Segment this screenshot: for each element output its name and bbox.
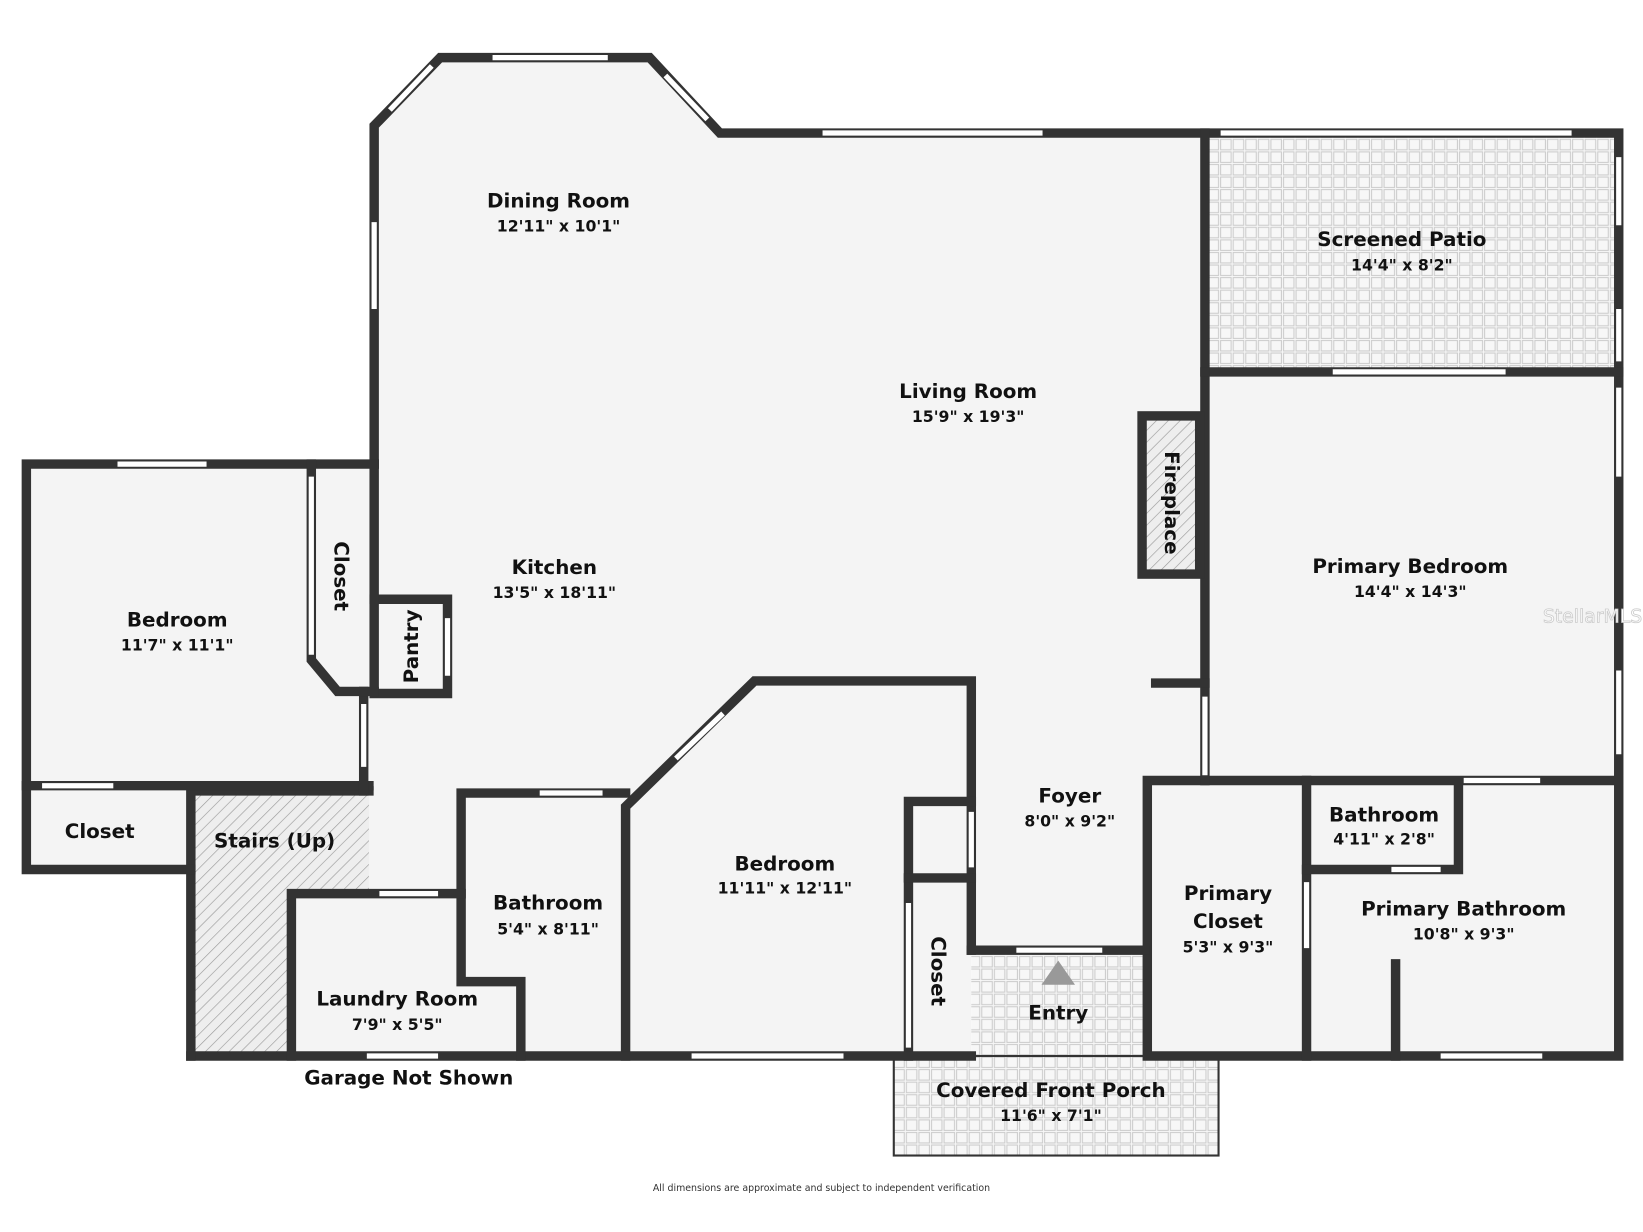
openings: [42, 55, 1622, 1059]
room-name: Bedroom: [734, 853, 835, 876]
room-name: Kitchen: [512, 556, 597, 579]
watermark: StellarMLS: [1543, 606, 1642, 627]
porch-floor: [892, 1054, 1220, 1157]
room-name: Closet: [1193, 910, 1263, 933]
fireplace-label: Fireplace: [1160, 451, 1183, 554]
floor-fill: [26, 57, 1619, 1157]
room-name: Foyer: [1038, 784, 1101, 807]
room-dims: 12'11" x 10'1": [497, 217, 621, 236]
room-name: Primary: [1184, 882, 1272, 905]
room-dims: 14'4" x 8'2": [1351, 255, 1453, 274]
room-labels: Dining Room 12'11" x 10'1" Living Room 1…: [65, 189, 1643, 1194]
entry-label: Entry: [1028, 1001, 1088, 1024]
disclaimer: All dimensions are approximate and subje…: [653, 1183, 990, 1194]
room-dims: 11'11" x 12'11": [718, 879, 852, 898]
stairs-label: Stairs (Up): [214, 830, 335, 853]
room-dims: 13'5" x 18'11": [493, 583, 617, 602]
room-name: Bathroom: [493, 891, 603, 914]
room-name: Primary Bedroom: [1312, 555, 1508, 578]
room-name: Covered Front Porch: [936, 1079, 1166, 1102]
room-name: Laundry Room: [316, 988, 478, 1011]
screened-patio-floor: [1204, 133, 1619, 372]
walls: [21, 52, 1624, 1061]
room-dims: 14'4" x 14'3": [1354, 582, 1467, 601]
room-dims: 10'8" x 9'3": [1413, 925, 1515, 944]
room-dims: 5'4" x 8'11": [497, 919, 599, 938]
closet-label: Closet: [927, 936, 950, 1006]
room-name: Living Room: [899, 380, 1037, 403]
closet-label: Closet: [329, 541, 352, 611]
room-dims: 5'3" x 9'3": [1183, 937, 1274, 956]
room-name: Screened Patio: [1317, 228, 1486, 251]
room-name: Dining Room: [487, 189, 630, 212]
room-name: Bedroom: [127, 608, 228, 631]
fireplace-hatch: [1146, 420, 1197, 570]
closet-label: Closet: [65, 820, 135, 843]
room-name: Bathroom: [1329, 803, 1439, 826]
entry-arrow-icon: [1041, 960, 1076, 985]
pantry-label: Pantry: [400, 609, 423, 683]
room-dims: 7'9" x 5'5": [352, 1015, 443, 1034]
room-dims: 8'0" x 9'2": [1024, 812, 1115, 831]
stairs-hatch: [190, 790, 369, 1056]
room-dims: 11'7" x 11'1": [121, 636, 234, 655]
room-name: Primary Bathroom: [1361, 898, 1566, 921]
room-dims: 15'9" x 19'3": [912, 407, 1025, 426]
room-dims: 11'6" x 7'1": [1000, 1106, 1102, 1125]
room-dims: 4'11" x 2'8": [1333, 829, 1435, 848]
garage-note: Garage Not Shown: [304, 1066, 513, 1089]
